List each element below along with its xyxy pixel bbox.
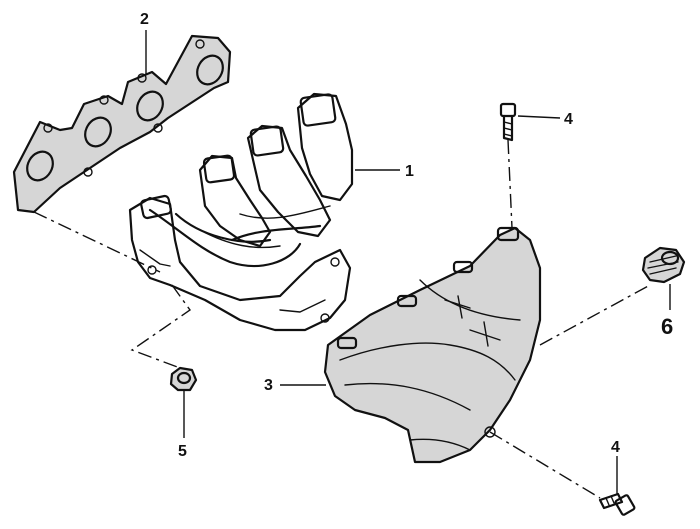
gasket-part — [12, 34, 232, 214]
callout-3: 3 — [264, 377, 273, 394]
plug-part — [641, 246, 686, 284]
callout-1: 1 — [405, 163, 414, 180]
nut-part — [169, 366, 198, 392]
alignment-lines — [33, 139, 651, 499]
heat-shield-part — [323, 226, 542, 464]
callout-4-upper: 4 — [564, 111, 573, 128]
callout-5: 5 — [178, 443, 187, 460]
bolt-lower-part — [598, 492, 636, 516]
callout-4-lower: 4 — [611, 439, 620, 456]
callout-6: 6 — [661, 314, 673, 339]
bolt-upper-part — [499, 102, 517, 142]
leader-lines — [145, 30, 671, 494]
exhaust-manifold-part — [128, 92, 354, 332]
callout-2: 2 — [140, 11, 149, 28]
